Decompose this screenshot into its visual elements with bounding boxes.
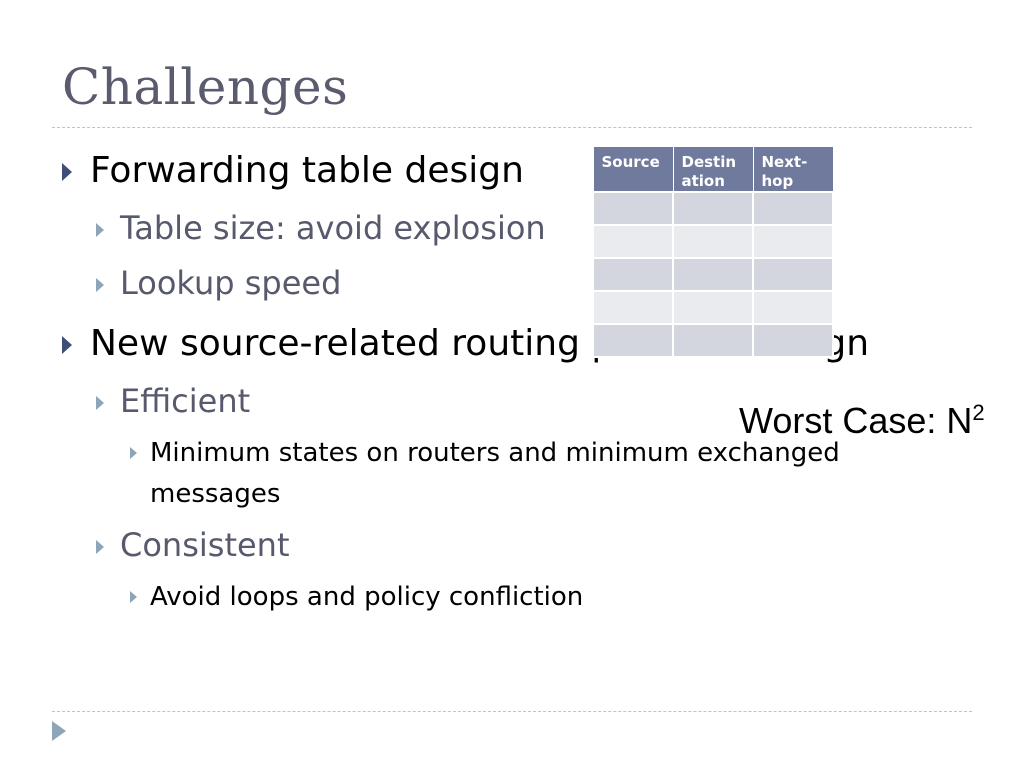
bullet-table-size: Table size: avoid explosion	[96, 209, 546, 247]
bullet-text: Forwarding table design	[90, 150, 524, 191]
table-cell	[592, 224, 674, 259]
bullet-text: Consistent	[120, 526, 290, 564]
bullet-arrow-icon	[96, 396, 104, 410]
header-next-hop: Next- hop	[752, 146, 834, 193]
bullet-avoid-loops: Avoid loops and policy confliction	[130, 577, 583, 618]
footer-divider	[52, 711, 972, 712]
next-slide-arrow-icon[interactable]	[52, 721, 66, 741]
bullet-arrow-icon	[96, 223, 104, 237]
bullet-arrow-icon	[96, 278, 104, 292]
table-cell	[672, 224, 754, 259]
table-row	[592, 224, 834, 259]
table-row	[592, 290, 834, 325]
table-cell	[672, 257, 754, 292]
forwarding-table: Source Destin ation Next- hop	[592, 146, 834, 358]
bullet-arrow-icon	[96, 540, 104, 554]
bullet-arrow-icon	[130, 591, 137, 603]
table-body	[592, 191, 834, 358]
worst-case-text: Worst Case: N	[739, 400, 973, 441]
table-cell	[672, 290, 754, 325]
header-destination: Destin ation	[672, 146, 754, 193]
table-cell	[672, 191, 754, 226]
worst-case-label: Worst Case: N2	[739, 400, 985, 442]
bullet-text: Table size: avoid explosion	[120, 209, 546, 247]
bullet-consistent: Consistent	[96, 526, 290, 564]
bullet-text: Efficient	[120, 382, 251, 420]
bullet-arrow-icon	[130, 447, 137, 459]
bullet-forwarding-table: Forwarding table design	[62, 150, 524, 191]
bullet-efficient: Efficient	[96, 382, 250, 420]
table-cell	[752, 323, 834, 358]
bullet-arrow-icon	[62, 163, 72, 181]
table-row	[592, 323, 834, 358]
bullet-lookup-speed: Lookup speed	[96, 264, 341, 302]
bullet-text: Lookup speed	[120, 264, 342, 302]
slide-title: Challenges	[62, 58, 349, 116]
bullet-minimum-states: Minimum states on routers and minimum ex…	[130, 433, 890, 515]
table-cell	[592, 191, 674, 226]
table-cell	[592, 290, 674, 325]
bullet-text: Minimum states on routers and minimum ex…	[150, 438, 840, 509]
table-cell	[752, 191, 834, 226]
table-cell	[672, 323, 754, 358]
table-cell	[592, 257, 674, 292]
table-row	[592, 191, 834, 226]
table-header-row: Source Destin ation Next- hop	[592, 146, 834, 193]
bullet-arrow-icon	[62, 336, 72, 354]
table-row	[592, 257, 834, 292]
table-cell	[752, 290, 834, 325]
table-cell	[752, 224, 834, 259]
table-cell	[752, 257, 834, 292]
bullet-text: Avoid loops and policy confliction	[150, 582, 584, 612]
worst-case-exponent: 2	[972, 400, 985, 425]
header-source: Source	[592, 146, 674, 193]
table-cell	[592, 323, 674, 358]
title-divider	[52, 127, 972, 128]
